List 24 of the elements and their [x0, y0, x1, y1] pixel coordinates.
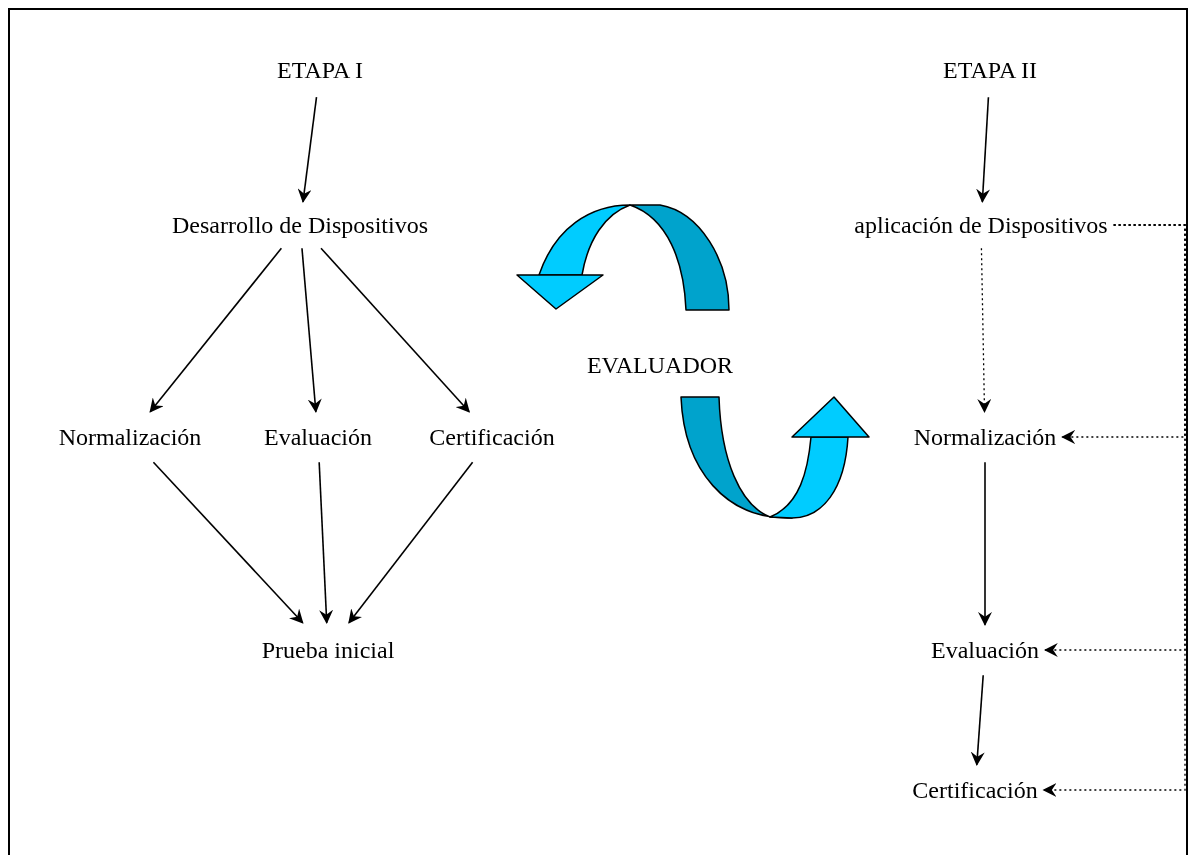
node-label: aplicación de Dispositivos — [848, 201, 1114, 249]
node-label: ETAPA I — [271, 42, 369, 98]
node-label: ETAPA II — [937, 42, 1043, 98]
arrow — [970, 674, 985, 766]
node-label: EVALUADOR — [580, 341, 740, 389]
arrow — [149, 247, 283, 413]
node-label: Certificación — [906, 764, 1044, 816]
node-label: Prueba inicial — [255, 622, 401, 678]
arrow — [320, 247, 470, 413]
arrow — [301, 247, 322, 413]
arrow — [348, 461, 474, 624]
node-label: Desarrollo de Dispositivos — [166, 201, 434, 249]
arrow — [977, 247, 992, 413]
node-label: Certificación — [423, 411, 561, 463]
arrow — [976, 96, 991, 203]
arrow — [152, 461, 304, 624]
arrow — [297, 96, 318, 203]
node-label: Normalización — [907, 411, 1063, 463]
arrow — [318, 461, 334, 624]
arrow — [1042, 224, 1186, 797]
node-label: Evaluación — [258, 411, 378, 463]
node-label: Normalización — [52, 411, 208, 463]
arrow — [978, 461, 992, 626]
node-label: Evaluación — [925, 624, 1045, 676]
